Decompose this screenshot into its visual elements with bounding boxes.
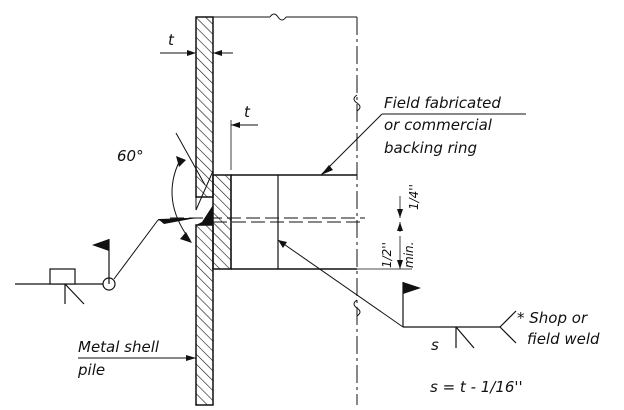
label-pile-thickness: t bbox=[168, 31, 175, 49]
label-weld-size: s bbox=[431, 336, 439, 354]
dim-pile-thickness bbox=[160, 47, 233, 88]
pile-shell-upper bbox=[195, 16, 214, 198]
label-backing-ring-2: or commercial bbox=[384, 116, 493, 134]
pile-inner-wall bbox=[353, 17, 361, 405]
label-ring-thickness: t bbox=[244, 103, 251, 121]
butt-weld-bead bbox=[196, 205, 213, 225]
label-bevel-angle: 60° bbox=[117, 147, 144, 165]
bevel-angle-dim bbox=[171, 132, 206, 243]
pile-shell-lower bbox=[195, 224, 214, 406]
pile-top-break bbox=[213, 13, 357, 21]
label-shop-weld-2: field weld bbox=[527, 330, 600, 348]
label-pile-1: Metal shell bbox=[78, 338, 160, 356]
backing-ring-leader bbox=[320, 113, 526, 176]
label-shop-weld-1: * Shop or bbox=[517, 309, 588, 327]
label-formula: s = t - 1/16'' bbox=[430, 378, 523, 396]
dim-ring-thickness bbox=[212, 120, 258, 170]
shop-weld-symbol-right bbox=[277, 239, 517, 349]
field-weld-symbol-left bbox=[15, 217, 197, 305]
dim-gap-quarter bbox=[397, 196, 403, 232]
label-ring-half-min: min. bbox=[402, 242, 416, 268]
label-gap-quarter: 1/4'' bbox=[407, 184, 421, 210]
pile-bevel bbox=[195, 170, 214, 211]
dim-ring-half bbox=[357, 236, 412, 270]
label-pile-2: pile bbox=[77, 361, 105, 379]
label-ring-half: 1/2'' bbox=[380, 242, 394, 268]
pile-leader bbox=[78, 355, 196, 361]
label-backing-ring-3: backing ring bbox=[384, 139, 477, 157]
label-backing-ring-1: Field fabricated bbox=[384, 94, 501, 112]
joint-line bbox=[170, 217, 365, 223]
